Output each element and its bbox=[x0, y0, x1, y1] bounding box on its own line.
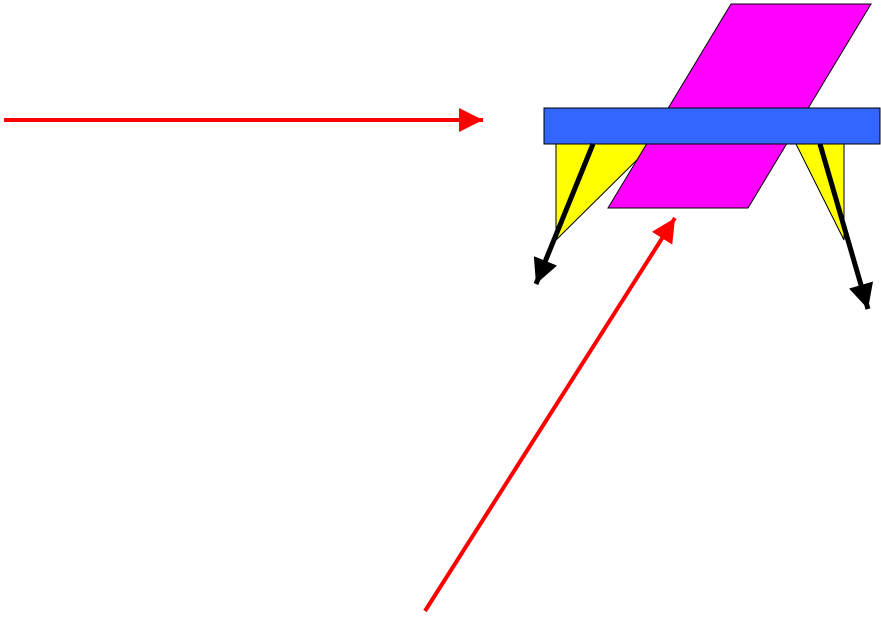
blue-bar bbox=[543, 107, 881, 145]
right-yellow-triangle bbox=[795, 143, 845, 241]
diagonal-red-arrow bbox=[423, 216, 677, 613]
left-black-arrow bbox=[533, 143, 596, 285]
right-black-arrow bbox=[817, 143, 874, 310]
